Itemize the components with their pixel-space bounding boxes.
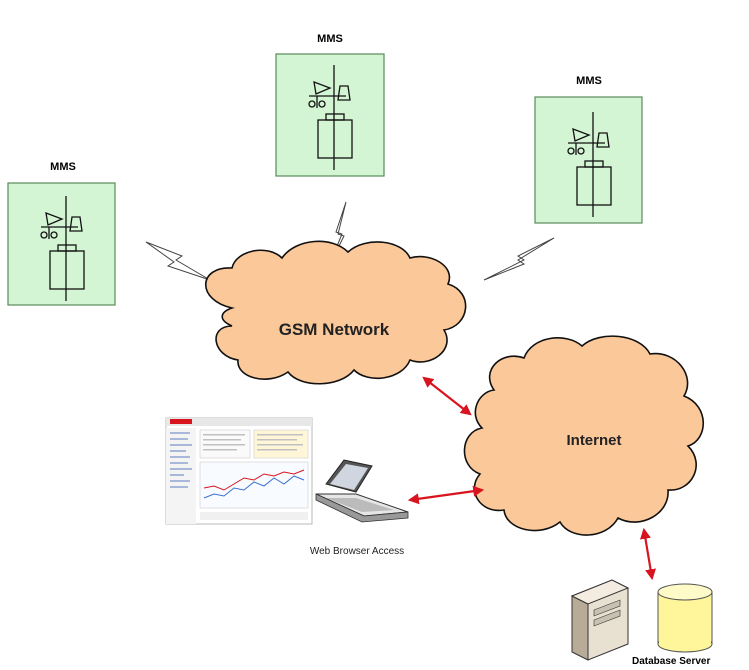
database-cylinder-icon [657, 583, 713, 653]
arrow-browser-internet [407, 485, 485, 505]
gsm-network-cloud [205, 240, 467, 385]
station-label-left: MMS [50, 161, 76, 173]
laptop-icon [315, 459, 409, 523]
station-label-center: MMS [317, 33, 343, 45]
station-right-box [534, 96, 643, 224]
wireless-link-right-icon [483, 237, 555, 281]
server-tower-icon [570, 579, 630, 661]
gsm-network-label: GSM Network [279, 320, 390, 339]
internet-cloud [463, 335, 705, 536]
station-left-box [7, 182, 116, 306]
internet-label: Internet [566, 432, 621, 449]
arrow-internet-database [640, 527, 656, 581]
arrow-gsm-internet [422, 376, 472, 416]
station-center [275, 53, 385, 177]
station-left [7, 182, 116, 306]
wireless-link-left-icon [145, 241, 211, 281]
web-browser-access-label: Web Browser Access [310, 546, 404, 557]
station-center-box [275, 53, 385, 177]
station-right [534, 96, 643, 224]
web-app-screenshot [165, 417, 313, 525]
station-label-right: MMS [576, 75, 602, 87]
database-server-label: Database Server [632, 656, 710, 667]
